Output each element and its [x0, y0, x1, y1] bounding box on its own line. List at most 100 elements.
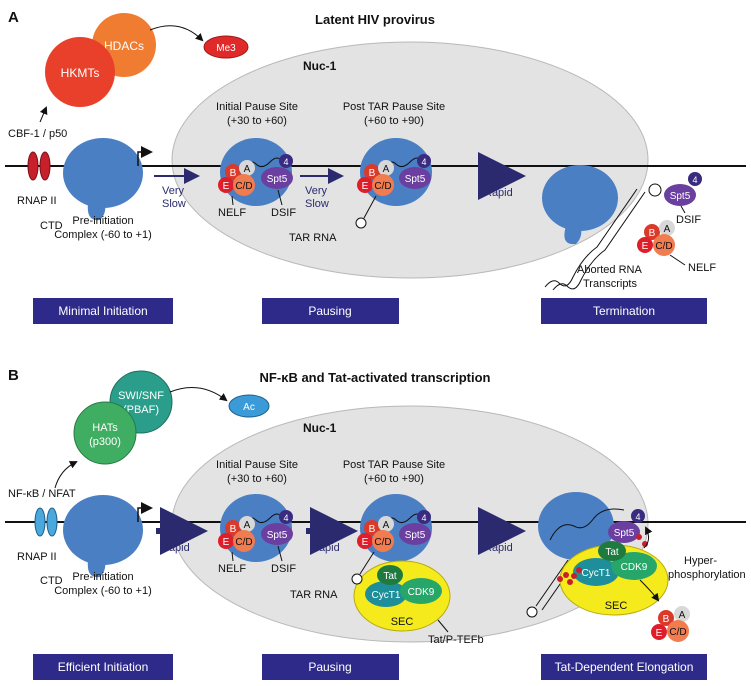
nelf-b-label-elong: B	[663, 614, 670, 625]
nelf-cd-circle	[372, 174, 394, 196]
ptefb-label: Tat/P-TEFb	[428, 634, 484, 646]
nelf-cd-label-elong: C/D	[669, 627, 686, 638]
nelf-e-label: E	[362, 181, 369, 192]
me3-label: Me3	[216, 43, 236, 54]
nelf-a-label: A	[383, 164, 390, 175]
initial-pause-label-1: Initial Pause Site	[216, 101, 298, 113]
nelf-e-label: E	[223, 181, 230, 192]
cdk9-ellipse	[400, 578, 442, 604]
dsif-4-circle	[279, 510, 293, 524]
dsif-label: DSIF	[271, 563, 296, 575]
nelf-b-circle	[225, 520, 241, 536]
cdk9-label-elong: CDK9	[621, 562, 648, 573]
stage-box-pausing-a	[262, 298, 399, 324]
tar-rna-label: TAR RNA	[290, 589, 338, 601]
cbf-factor-1	[27, 151, 39, 181]
tar-stem	[363, 195, 377, 219]
nelf-pointer-2	[669, 254, 686, 266]
ac-ellipse	[228, 394, 270, 418]
nuc1-label: Nuc-1	[303, 421, 337, 435]
hkmts-circle	[45, 37, 115, 107]
nelf-cd-label: C/D	[235, 181, 252, 192]
terminated-complex: Spt5 4 B A E C/D	[542, 165, 702, 291]
dsif-4-circle	[417, 510, 431, 524]
nelf-b-label: B	[649, 228, 656, 239]
aborted-label-1: Aborted RNA	[577, 264, 642, 276]
spt5-label: Spt5	[267, 174, 288, 185]
stage-label-termination: Termination	[593, 304, 655, 318]
nelf-label: NELF	[218, 207, 246, 219]
spt5-label-elong: Spt5	[614, 528, 635, 539]
spt5-label: Spt5	[405, 174, 426, 185]
phospho-dot-3	[567, 579, 573, 585]
aborted-rna-2	[552, 191, 646, 291]
nelf-cd-label: C/D	[374, 537, 391, 548]
tat-label-elong: Tat	[605, 547, 619, 558]
nelf-b-label: B	[369, 168, 376, 179]
spt5-ellipse	[608, 521, 640, 543]
spt5-ellipse	[399, 167, 431, 189]
nuc1-label: Nuc-1	[303, 59, 337, 73]
nelf-b-circle	[225, 164, 241, 180]
panel-a: A Latent HIV provirus Nuc-1 HDACs HKMTs …	[5, 9, 746, 324]
nelf-e-label: E	[642, 241, 649, 252]
rapid-label-3: Rapid	[484, 542, 513, 554]
rna-strand	[549, 508, 625, 541]
ptefb-pointer	[437, 619, 449, 633]
dsif-4-label-elong: 4	[635, 512, 640, 522]
dsif-pointer	[277, 545, 283, 562]
initial-pause-label-2: (+30 to +60)	[227, 473, 287, 485]
tar-loop	[351, 573, 363, 585]
nelf-a-label: A	[244, 520, 251, 531]
nelf-label: NELF	[218, 563, 246, 575]
spt5-label: Spt5	[405, 530, 426, 541]
hats-label-1: HATs	[92, 422, 118, 434]
initial-pause-label-2: (+30 to +60)	[227, 115, 287, 127]
spt5-label: Spt5	[267, 530, 288, 541]
me3-ellipse	[203, 35, 249, 59]
nfkb-factor-2	[46, 507, 58, 537]
panel-a-title: Latent HIV provirus	[315, 12, 435, 27]
preinit-label-2: Complex (-60 to +1)	[54, 585, 152, 597]
ctd-tail	[87, 200, 106, 221]
paused-complex-1: Spt5 4 B A E C/D	[218, 494, 293, 562]
recruit-arrow	[54, 461, 78, 489]
aborted-tar-loop	[648, 183, 662, 197]
dsif-4-label: 4	[283, 157, 288, 167]
nelf-b-circle	[364, 520, 380, 536]
stage-box-efficient-initiation	[33, 654, 173, 680]
elongation-complex: SEC CycT1 CDK9 Tat Spt5 4 B A	[526, 492, 690, 642]
spt5-label: Spt5	[670, 191, 691, 202]
cyct1-label-elong: CycT1	[582, 568, 611, 579]
paused-complex-1: Spt5 4 B A E C/D	[218, 138, 293, 206]
phospho-arrow-spt5	[643, 526, 653, 549]
dsif-4-circle	[279, 154, 293, 168]
stage-label-pausing-b: Pausing	[308, 660, 351, 674]
rnap-ii-blob	[63, 138, 143, 208]
panel-b-title: NF-κB and Tat-activated transcription	[260, 370, 491, 385]
nelf-a-circle	[659, 220, 675, 236]
hats-circle	[73, 401, 137, 465]
nelf-pointer	[231, 551, 234, 562]
phospho-arrow-nelf	[639, 579, 660, 602]
phospho-dot-1	[576, 567, 582, 573]
nelf-label-2: NELF	[688, 262, 716, 274]
swi-snf-label-1: SWI/SNF	[118, 390, 164, 402]
sec-label: SEC	[391, 616, 414, 628]
posttar-pause-label-1: Post TAR Pause Site	[343, 101, 445, 113]
nelf-a-label: A	[383, 520, 390, 531]
hkmts-label: HKMTs	[61, 66, 100, 80]
spt5-ellipse	[399, 523, 431, 545]
nelf-a-label-elong: A	[679, 610, 686, 621]
stage-box-termination	[541, 298, 707, 324]
dsif-4-circle	[417, 154, 431, 168]
rnap-label: RNAP II	[17, 551, 57, 563]
nelf-cd-label: C/D	[655, 241, 672, 252]
dsif-4-label: 4	[421, 513, 426, 523]
nelf-cd-circle	[233, 530, 255, 552]
nelf-b-label: B	[369, 524, 376, 535]
dsif-label: DSIF	[271, 207, 296, 219]
tar-loop	[355, 217, 367, 229]
